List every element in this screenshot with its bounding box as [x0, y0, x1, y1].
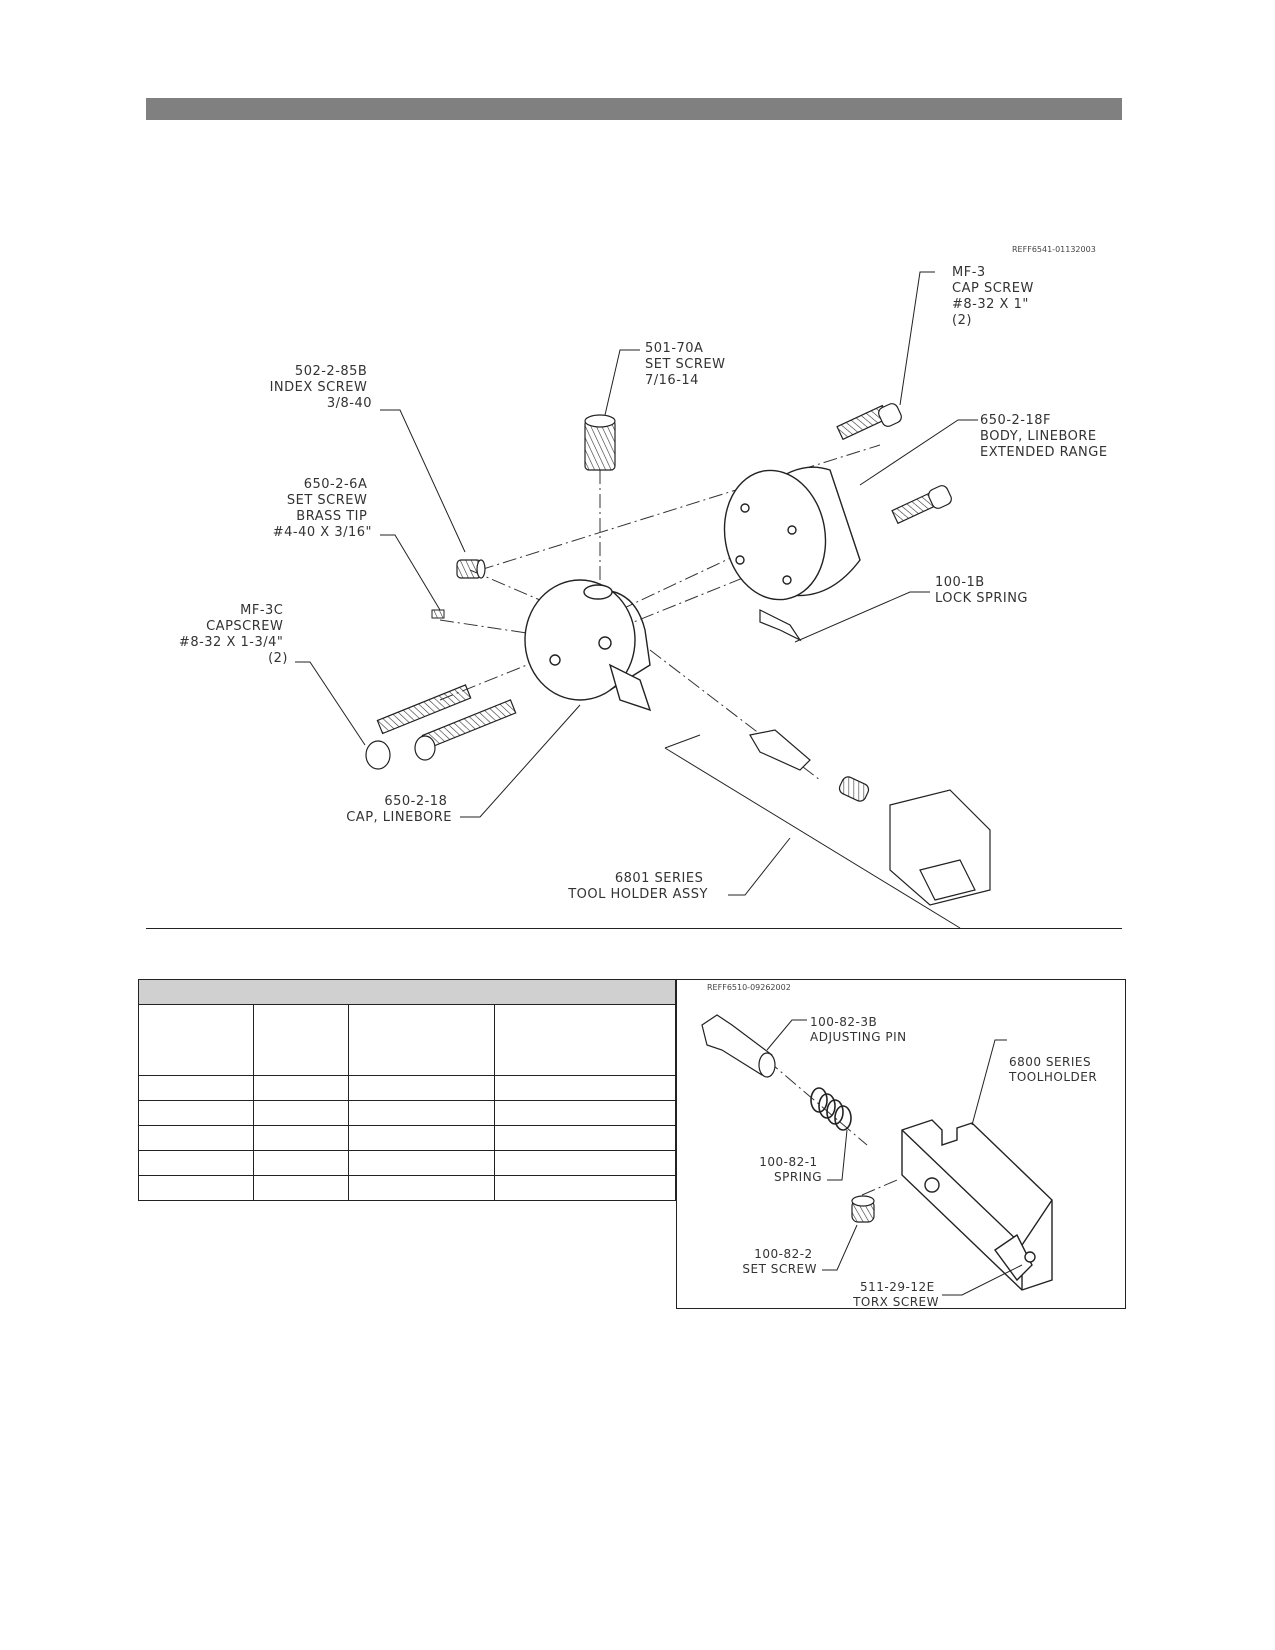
table-cell — [348, 1150, 495, 1176]
table-cell — [494, 1150, 676, 1176]
table-cell — [138, 1100, 254, 1126]
toolholder-bracket-tick — [664, 734, 701, 749]
table-cell — [494, 1075, 676, 1101]
leader-index — [380, 409, 466, 553]
table-cell — [253, 1100, 349, 1126]
label-index: 502-2-85B INDEX SCREW 3/8-40 — [270, 364, 372, 411]
inset-centerline — [766, 1059, 868, 1146]
centerline-brass — [439, 619, 541, 636]
inset-label-pin: 100-82-3B ADJUSTING PIN — [810, 1015, 907, 1044]
table-row — [138, 1100, 676, 1126]
table-cell — [348, 1125, 495, 1151]
inset-reference: REFF6510-09262002 — [707, 983, 791, 992]
adjusting-pin-part — [701, 1014, 776, 1078]
table-cell — [138, 1175, 254, 1201]
cap-screw-upper-part — [836, 403, 902, 441]
inset-label-series: 6800 SERIES TOOLHOLDER — [1008, 1055, 1097, 1084]
inset-centerline-2 — [861, 1179, 898, 1196]
exploded-assembly-diagram: REFF6541-01132003 — [179, 245, 1108, 929]
leader-inset-series — [971, 1039, 1007, 1126]
cap-screw-lower-part — [891, 485, 952, 525]
table-cell — [253, 1150, 349, 1176]
label-setscrew-top: 501-70A SET SCREW 7/16-14 — [645, 341, 730, 388]
inset-label-spring: 100-82-1 SPRING — [759, 1155, 822, 1184]
capscrew-long-2-part — [414, 699, 517, 761]
leader-inset-torx — [942, 1264, 1023, 1296]
leader-lock — [794, 591, 930, 643]
spring-part — [810, 1087, 852, 1131]
linebore-cap-part — [524, 579, 652, 712]
col-header-4 — [494, 1004, 676, 1076]
label-brass: 650-2-6A SET SCREW BRASS TIP #4-40 X 3/1… — [273, 477, 372, 540]
leader-toolholder — [728, 837, 791, 896]
inset-drawing: REFF6510-09262002 — [701, 983, 1097, 1309]
table-cell — [494, 1100, 676, 1126]
inset-label-setscrew: 100-82-2 SET SCREW — [742, 1247, 817, 1276]
linebore-body-part — [723, 466, 861, 601]
table-row — [138, 1150, 676, 1176]
label-toolholder: 6801 SERIES TOOL HOLDER ASSY — [567, 871, 708, 902]
leader-setscrew-top — [604, 349, 640, 416]
table-cell — [138, 1150, 254, 1176]
label-cap: 650-2-18 CAP, LINEBORE — [346, 794, 452, 825]
table-cell — [138, 1075, 254, 1101]
header-bar — [146, 98, 1122, 120]
table-cell — [138, 1125, 254, 1151]
inset-label-torx: 511-29-12E TORX SCREW — [852, 1280, 939, 1308]
centerline-main — [479, 444, 881, 571]
table-row — [138, 1125, 676, 1151]
inset-set-screw-part — [851, 1195, 875, 1223]
table-cell — [348, 1175, 495, 1201]
toolholder-assy-part — [749, 729, 991, 906]
section-divider — [146, 928, 1122, 929]
toolholder-inset-diagram: REFF6510-09262002 — [676, 979, 1126, 1309]
diagram-reference: REFF6541-01132003 — [1012, 245, 1096, 254]
col-header-3 — [348, 1004, 495, 1076]
parts-table — [138, 979, 676, 1201]
leader-inset-pin — [766, 1019, 807, 1051]
label-body: 650-2-18F BODY, LINEBORE EXTENDED RANGE — [980, 413, 1108, 460]
table-cell — [253, 1175, 349, 1201]
table-cell — [348, 1075, 495, 1101]
table-cell — [253, 1125, 349, 1151]
leader-mf3 — [899, 271, 935, 406]
capscrew-long-1-part — [365, 684, 472, 770]
set-screw-top-part — [584, 414, 616, 471]
lock-spring-part — [759, 609, 802, 642]
col-header-1 — [138, 1004, 254, 1076]
leader-body — [859, 419, 978, 486]
leader-mf3c — [295, 661, 366, 746]
leader-cap — [460, 704, 581, 818]
parts-table-title-row — [138, 979, 676, 1005]
leader-inset-setscrew — [822, 1224, 858, 1271]
table-row — [138, 1175, 676, 1201]
table-row — [138, 1075, 676, 1101]
table-cell — [494, 1125, 676, 1151]
index-screw-part — [456, 559, 486, 579]
table-cell — [348, 1100, 495, 1126]
parts-table-header-row — [138, 1004, 676, 1076]
toolholder-bracket-line — [664, 747, 961, 929]
label-lock: 100-1B LOCK SPRING — [935, 575, 1028, 606]
label-mf3c: MF-3C CAPSCREW #8-32 X 1-3/4" (2) — [179, 603, 288, 666]
table-cell — [494, 1175, 676, 1201]
label-mf3: MF-3 CAP SCREW #8-32 X 1" (2) — [952, 265, 1039, 328]
leader-brass — [380, 534, 441, 611]
col-header-2 — [253, 1004, 349, 1076]
table-cell — [253, 1075, 349, 1101]
leader-inset-spring — [827, 1129, 848, 1181]
toolholder-block-part — [901, 1119, 1053, 1291]
brass-tip-set-screw-part — [431, 609, 445, 619]
